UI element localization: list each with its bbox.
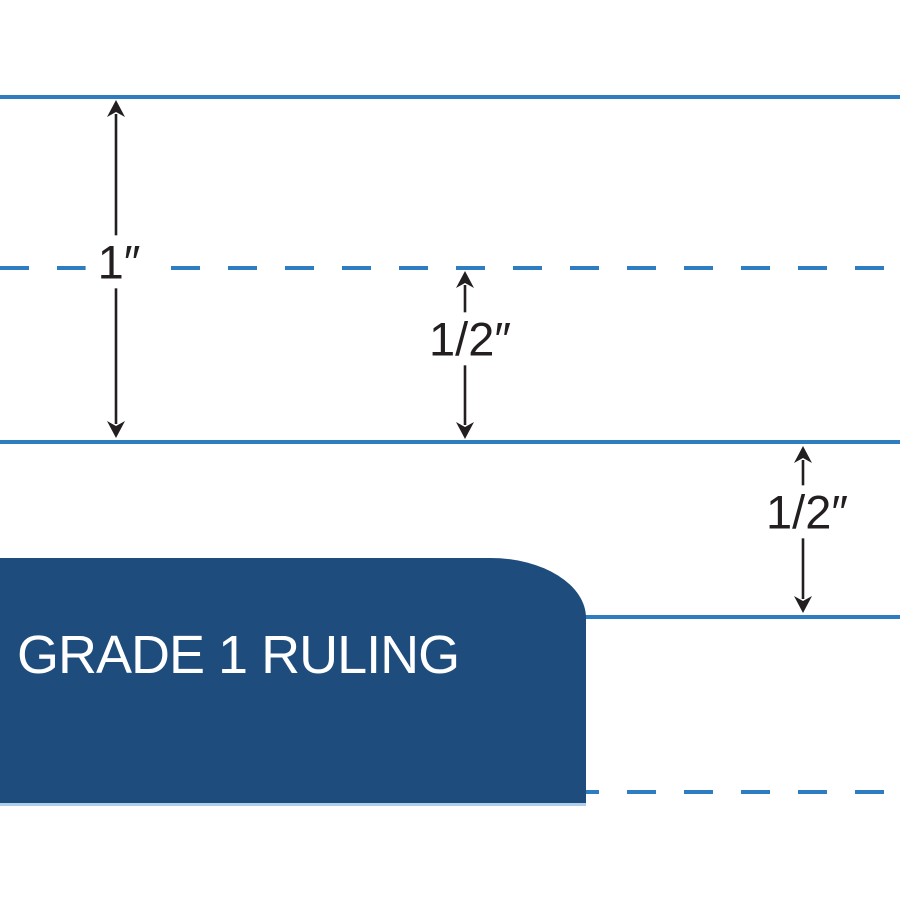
ruled-line-midline-dashed	[0, 266, 900, 270]
ruled-line-baseline-solid	[0, 440, 900, 444]
ruled-line-top-solid	[0, 95, 900, 99]
badge-label: GRADE 1 RULING	[17, 625, 460, 685]
measurement-label-half-inch-midline: 1/2″	[417, 312, 523, 366]
grade-ruling-badge: GRADE 1 RULING	[0, 558, 586, 806]
measurement-label-half-inch-gap: 1/2″	[754, 485, 860, 539]
measurement-label-1-inch: 1″	[85, 235, 153, 289]
